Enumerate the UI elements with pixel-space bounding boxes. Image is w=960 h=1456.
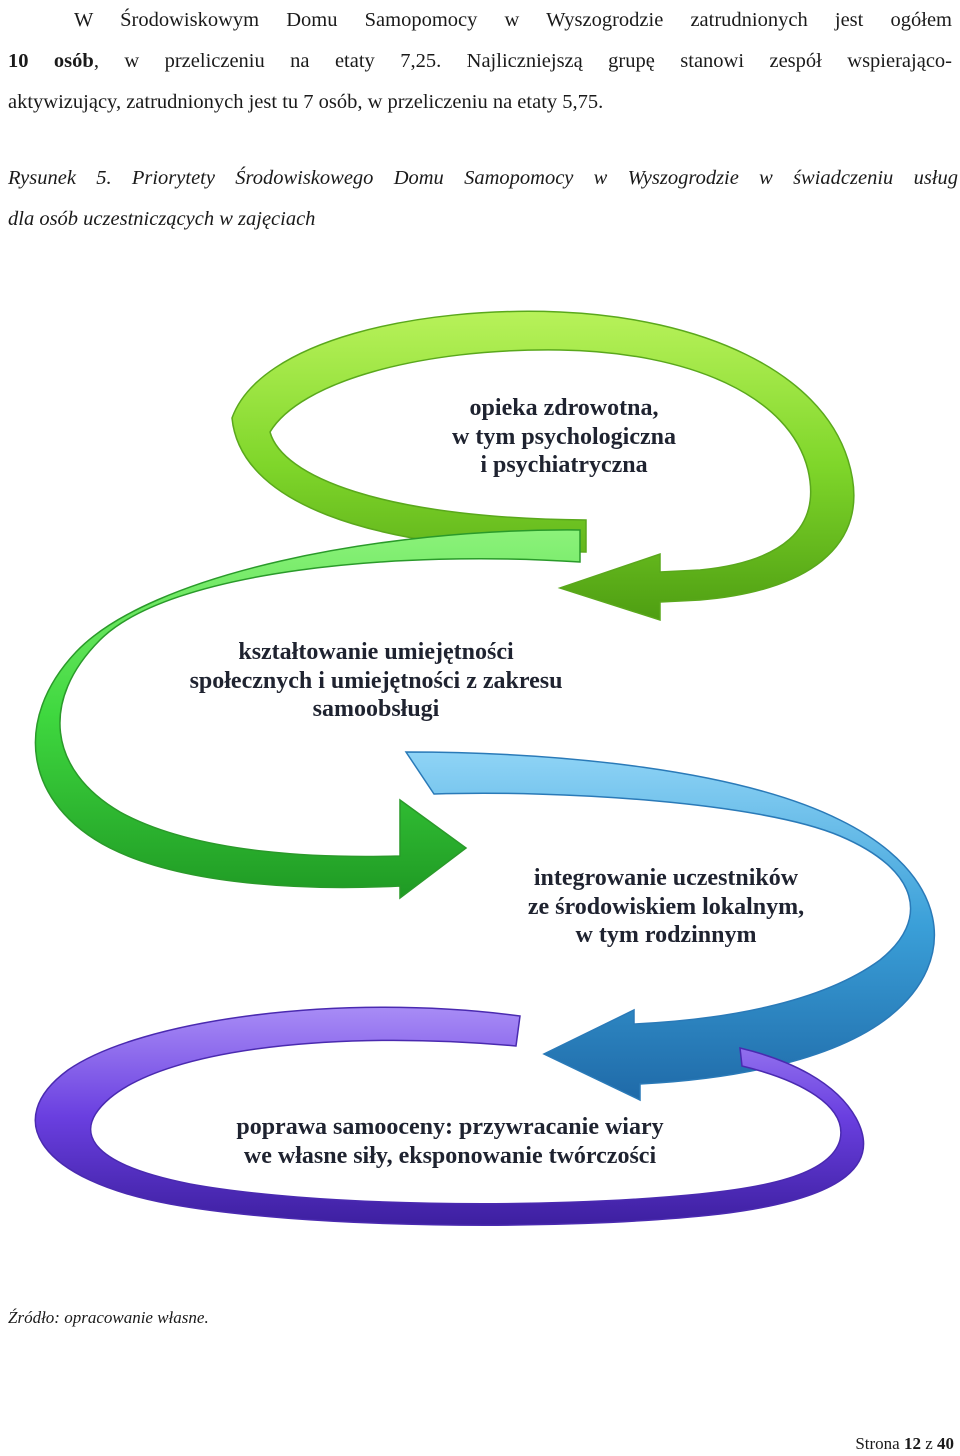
footer-middle: z <box>920 1434 937 1453</box>
label-1-line-3: i psychiatryczna <box>480 452 648 478</box>
label-integrowanie-uczestnikow: integrowanie uczestników ze środowiskiem… <box>466 864 866 950</box>
label-4-line-1: poprawa samooceny: przywracanie wiary <box>236 1114 664 1140</box>
label-2-line-3: samoobsługi <box>312 696 440 722</box>
arrow-ksztaltowanie <box>34 529 581 900</box>
page-footer: Strona 12 z 40 <box>855 1434 954 1454</box>
arrow-band-4 <box>34 1006 865 1226</box>
figure-source: Źródło: opracowanie własne. <box>8 1308 209 1327</box>
paragraph-line-3: aktywizujący, zatrudnionych jest tu 7 os… <box>8 91 604 113</box>
caption-line-1: Rysunek 5. Priorytety Środowiskowego Dom… <box>8 167 958 189</box>
figure-caption: Rysunek 5. Priorytety Środowiskowego Dom… <box>8 158 958 240</box>
label-3-line-3: w tym rodzinnym <box>575 922 757 948</box>
label-poprawa-samooceny: poprawa samooceny: przywracanie wiary we… <box>150 1113 750 1170</box>
label-3-line-1: integrowanie uczestników <box>533 865 799 891</box>
label-3-line-2: ze środowiskiem lokalnym, <box>527 893 805 920</box>
paragraph-line-2-rest: , w przeliczeniu na etaty 7,25. Najliczn… <box>93 50 952 72</box>
footer-page-number: 12 <box>903 1434 921 1453</box>
priorities-diagram <box>34 310 935 1226</box>
label-ksztaltowanie-umiejetnosci: kształtowanie umiejętności społecznych i… <box>126 638 626 724</box>
label-4-line-2: we własne siły, eksponowanie twórczości <box>243 1142 657 1169</box>
label-1-line-1: opieka zdrowotna, <box>469 395 659 421</box>
paragraph-line-2: 10 osób, w przeliczeniu na etaty 7,25. N… <box>8 41 952 82</box>
arrow-band-2 <box>34 529 581 900</box>
footer-prefix: Strona <box>855 1434 904 1453</box>
label-opieka-zdrowotna: opieka zdrowotna, w tym psychologiczna i… <box>364 394 764 480</box>
intro-paragraph: W Środowiskowym Domu Samopomocy w Wyszog… <box>8 0 952 123</box>
footer-page-total: 40 <box>937 1434 954 1453</box>
arrow-band-3 <box>404 751 935 1102</box>
arrow-integrowanie <box>404 751 935 1102</box>
arrow-poprawa-samooceny <box>34 1006 865 1226</box>
paragraph-line-1: W Środowiskowym Domu Samopomocy w Wyszog… <box>74 9 952 31</box>
arrow-opieka-zdrowotna <box>231 310 855 622</box>
caption-line-2: dla osób uczestniczących w zajęciach <box>8 208 316 230</box>
paragraph-bold-count: 10 osób <box>8 50 94 72</box>
arrow-band-1 <box>231 310 855 622</box>
label-2-line-2: społecznych i umiejętności z zakresu <box>189 667 563 694</box>
label-1-line-2: w tym psychologiczna <box>452 423 676 450</box>
label-2-line-1: kształtowanie umiejętności <box>238 639 514 665</box>
